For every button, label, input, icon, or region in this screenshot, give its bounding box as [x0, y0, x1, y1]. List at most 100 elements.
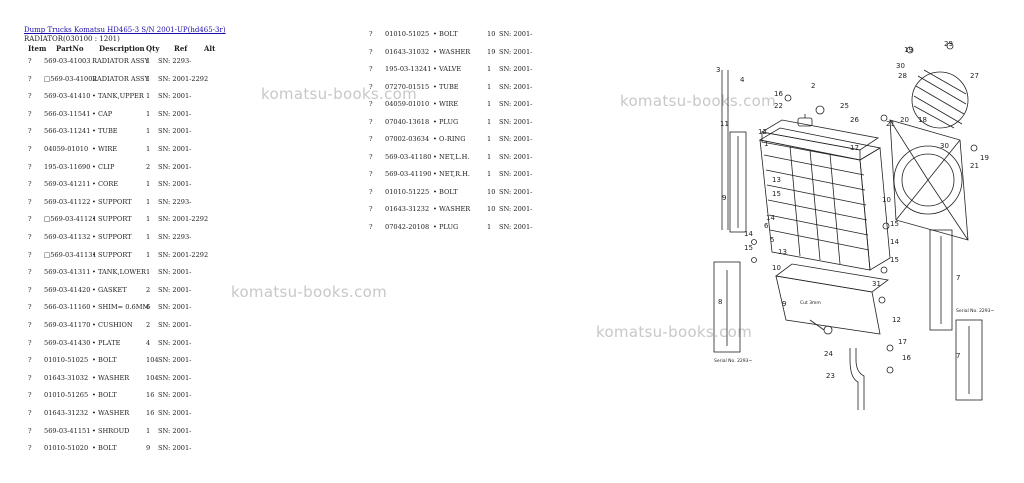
cell-partno: 569-03-41190 [385, 170, 432, 178]
cell-ref: SN: 2001- [158, 127, 192, 136]
shroud [889, 119, 969, 241]
cell-description: • TANK,UPPER [92, 92, 144, 101]
callout-7b: 7 [956, 352, 960, 360]
cell-description: • TANK,LOWER [92, 268, 146, 277]
cell-qty: 1 [146, 268, 151, 277]
cell-partno: 569-03-41420 [44, 285, 91, 294]
cell-item: ? [369, 65, 373, 73]
callout-24: 24 [824, 350, 833, 358]
cell-qty: 1 [146, 250, 151, 259]
cell-item: ? [28, 109, 32, 118]
cell-ref: SN: 2001- [158, 109, 192, 118]
callout-30b: 30 [940, 142, 949, 150]
drain-hose [849, 348, 859, 410]
cell-description: • CUSHION [92, 321, 133, 329]
cell-partno: 566-03-11541 [44, 109, 91, 118]
callout-15c: 15 [890, 220, 899, 228]
callout-21: 21 [886, 120, 895, 128]
callout-27: 27 [970, 72, 979, 80]
cell-item: ? [28, 92, 32, 101]
cell-partno: 569-03-41170 [44, 321, 91, 329]
page-header: Dump Trucks Komatsu HD465-3 S/N 2001-UP(… [24, 26, 226, 44]
cell-description: • GASKET [92, 285, 127, 294]
fan-guard [911, 69, 969, 129]
watermark-4: komatsu-books.com [596, 323, 753, 341]
callout-22: 22 [774, 102, 783, 110]
cell-item: ? [369, 187, 373, 196]
callout-20: 20 [900, 116, 909, 124]
cell-description: RADIATOR ASSY [92, 57, 149, 65]
cell-qty: 1 [487, 152, 492, 161]
cell-ref: SN: 2001- [499, 100, 533, 108]
cell-ref: SN: 2001- [499, 82, 533, 91]
breadcrumb-link[interactable]: Dump Trucks Komatsu HD465-3 S/N 2001-UP(… [24, 26, 226, 34]
cell-ref: SN: 2001- [158, 338, 192, 347]
cell-partno: □569-03-41002 [44, 74, 97, 83]
cell-ref: SN: 2001- [158, 391, 192, 400]
cell-qty: 10 [487, 30, 496, 38]
cell-item: ? [369, 170, 373, 178]
cell-qty: 1 [146, 127, 151, 136]
callout-11: 11 [720, 120, 729, 128]
cell-item: ? [28, 338, 32, 347]
cell-description: • WASHER [433, 205, 471, 213]
cell-description: • CLIP [92, 162, 115, 171]
callout-30: 30 [896, 62, 905, 70]
cell-item: ? [28, 426, 32, 435]
cell-partno: 01010-51025 [44, 356, 89, 365]
callout-12: 12 [758, 128, 767, 136]
callout-14c: 14 [890, 238, 899, 246]
cell-qty: 1 [487, 170, 492, 178]
cell-ref: SN: 2001- [158, 373, 192, 382]
cell-ref: SN: 2001- [158, 268, 192, 277]
cell-partno: 01643-31232 [44, 409, 89, 417]
watermark-3: komatsu-books.com [231, 283, 388, 301]
cell-partno: 569-03-41122 [44, 197, 91, 206]
cell-description: • BOLT [92, 356, 117, 365]
cell-partno: 07042-20108 [385, 222, 430, 231]
callout-19b: 19 [980, 154, 989, 162]
callout-10: 10 [882, 196, 891, 204]
cell-qty: 16 [146, 409, 155, 417]
cell-item: ? [28, 409, 32, 417]
callout-12b: 12 [892, 316, 901, 324]
cell-qty: 1 [146, 145, 151, 153]
cell-partno: 04059-01010 [44, 145, 89, 153]
cell-ref: SN: 2001- [158, 285, 192, 294]
cell-item: ? [28, 444, 32, 453]
cell-partno: 569-03-41132 [44, 233, 91, 241]
cell-item: ? [28, 127, 32, 136]
cell-qty: 6 [146, 303, 151, 312]
cell-description: • WIRE [433, 100, 459, 108]
serial-note-a: Serial No. 2293~ [714, 358, 753, 364]
cell-item: ? [28, 180, 32, 189]
cell-partno: 566-03-11241 [44, 127, 91, 136]
cell-partno: 569-03-41151 [44, 426, 91, 435]
cell-item: ? [28, 356, 32, 365]
cell-partno: 07270-01515 [385, 82, 430, 91]
callout-15d: 15 [890, 256, 899, 264]
cell-qty: 16 [146, 391, 155, 400]
callout-25: 25 [840, 102, 849, 110]
callout-29: 29 [944, 40, 953, 48]
callout-8: 8 [718, 298, 722, 306]
cell-qty: 2 [146, 321, 151, 329]
cell-item: ? [28, 197, 32, 206]
cell-partno: 01643-31232 [385, 205, 430, 213]
col-item: Item [28, 44, 47, 53]
cell-description: • WASHER [433, 47, 471, 56]
cell-item: ? [369, 82, 373, 91]
cell-description: • O-RING [433, 135, 466, 143]
cell-description: • BOLT [433, 30, 458, 38]
cell-qty: 1 [146, 109, 151, 118]
cell-ref: SN: 2001- [499, 205, 533, 213]
cell-ref: SN: 2293- [158, 233, 192, 241]
callout-14b: 14 [744, 230, 753, 238]
callout-3: 3 [716, 66, 720, 74]
cell-partno: 566-03-11160 [44, 303, 91, 312]
serial-note-b: Serial No. 2293~ [956, 308, 995, 314]
cell-qty: 2 [146, 162, 151, 171]
cell-partno: 569-03-41180 [385, 152, 432, 161]
cell-ref: SN: 2001- [158, 409, 192, 417]
cell-qty: 1 [487, 82, 492, 91]
